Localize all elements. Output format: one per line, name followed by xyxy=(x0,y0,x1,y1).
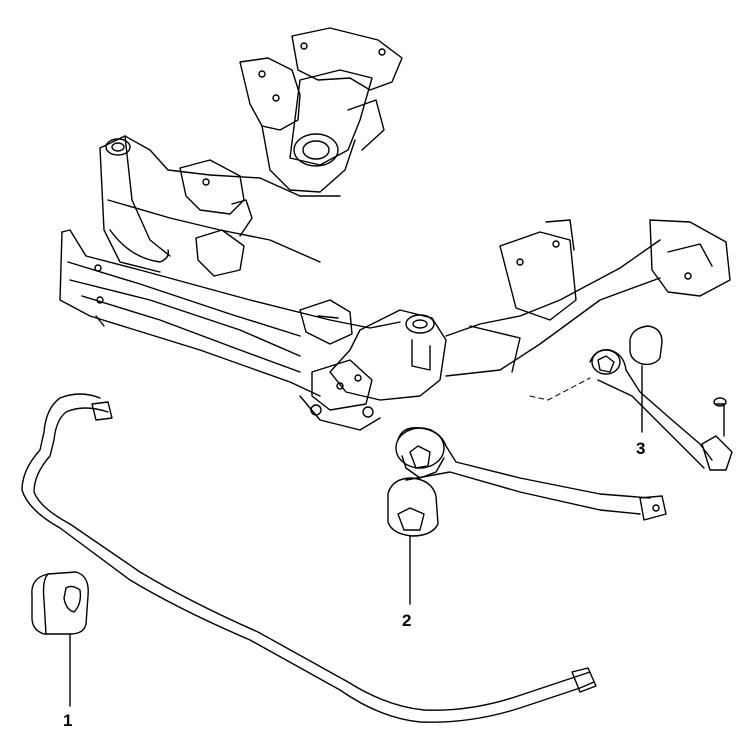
stabilizer-bar-bushing xyxy=(31,571,89,707)
thrust-arm-bushing xyxy=(589,325,733,471)
assembly-guide-lines xyxy=(529,377,591,401)
callout-number-2: 2 xyxy=(402,611,412,630)
stabilizer-bar xyxy=(21,393,597,723)
callout-number-3: 3 xyxy=(636,439,646,458)
callout-number-1: 1 xyxy=(63,711,73,730)
control-arm-bushing xyxy=(387,427,667,605)
front-subframe xyxy=(59,27,731,431)
